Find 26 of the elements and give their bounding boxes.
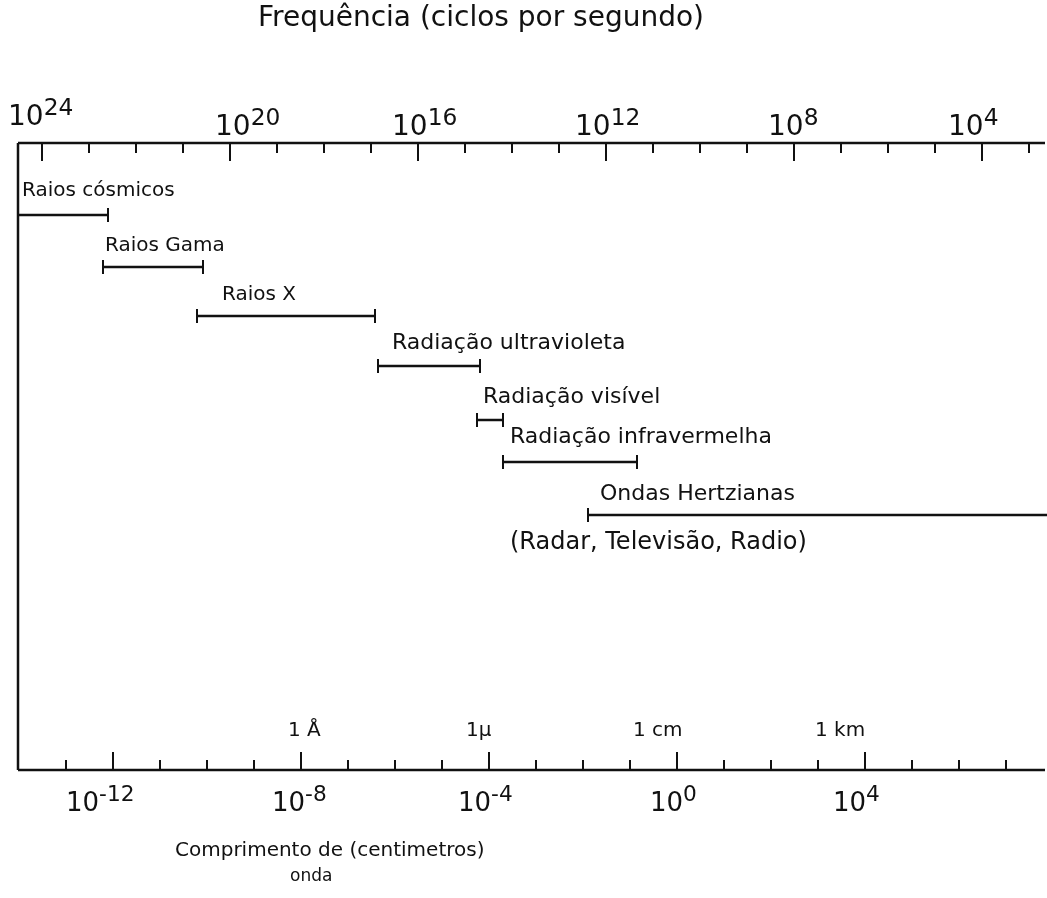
tick-label: 10$^{0}$ xyxy=(650,782,697,817)
tick-label: 10$^{8}$ xyxy=(768,105,819,143)
tick-label: 10$^{12}$ xyxy=(575,105,641,143)
unit-label: 1 km xyxy=(815,718,866,740)
axis-title: onda xyxy=(290,866,333,885)
band-label: Raios cósmicos xyxy=(22,178,175,200)
axis-title: Comprimento de (centimetros) xyxy=(175,838,485,860)
band-label: Radiação ultravioleta xyxy=(392,330,626,355)
tick-label: 10$^{20}$ xyxy=(215,105,281,143)
tick-label: 10$^{4}$ xyxy=(948,105,999,143)
tick-label: 10$^{16}$ xyxy=(392,105,458,143)
band-label: Radiação infravermelha xyxy=(510,424,772,449)
band-label: Ondas Hertzianas xyxy=(600,481,795,506)
unit-label: 1 Å xyxy=(288,718,321,740)
tick-label: 10$^{-8}$ xyxy=(272,782,327,817)
unit-label: 1μ xyxy=(466,718,492,740)
band-label: Raios Gama xyxy=(105,233,225,255)
band-label: Raios X xyxy=(222,282,296,304)
tick-label: 10$^{24}$ xyxy=(8,95,74,133)
axis-title: Frequência (ciclos por segundo) xyxy=(258,2,705,33)
band-label: Radiação visível xyxy=(483,384,661,409)
band-label: (Radar, Televisão, Radio) xyxy=(510,528,807,555)
tick-label: 10$^{-4}$ xyxy=(458,782,513,817)
tick-label: 10$^{-12}$ xyxy=(66,782,135,817)
unit-label: 1 cm xyxy=(633,718,683,740)
tick-label: 10$^{4}$ xyxy=(833,782,880,817)
